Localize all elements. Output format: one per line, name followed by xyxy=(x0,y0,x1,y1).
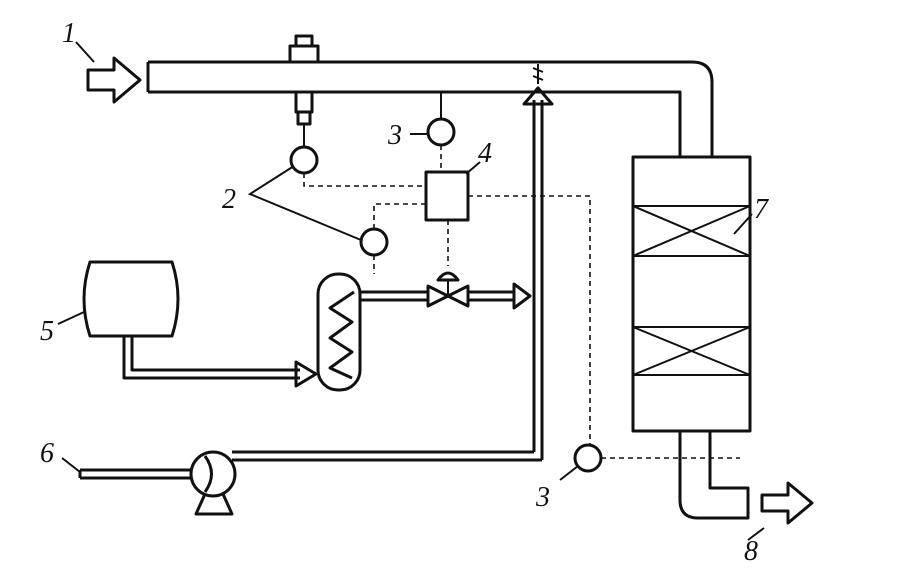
label-supply: 6 xyxy=(40,438,54,469)
tank xyxy=(82,260,180,338)
heater-coil xyxy=(328,290,355,380)
control-valve xyxy=(426,284,470,308)
label-sensor-top: 3 xyxy=(387,120,402,151)
tank-outlet-pipe xyxy=(122,336,300,380)
label-reactor: 7 xyxy=(754,194,769,225)
leader-8 xyxy=(747,527,765,541)
heater xyxy=(316,272,362,392)
heater-outlet-pipe xyxy=(360,290,428,302)
signal-controller-to-sensor xyxy=(468,195,591,445)
reactor xyxy=(631,155,752,433)
label-controller: 4 xyxy=(478,138,492,169)
controller-box xyxy=(424,170,470,222)
pump-inner xyxy=(203,455,213,493)
inlet-arrow xyxy=(86,56,142,104)
catalyst-bed-upper xyxy=(632,205,751,257)
supply-pipe xyxy=(78,468,192,480)
riser-arrow xyxy=(522,86,554,106)
leader-5 xyxy=(57,311,85,325)
valve-outlet-arrow xyxy=(512,282,532,310)
leader-7 xyxy=(733,213,753,235)
label-tank: 5 xyxy=(40,316,54,347)
pump-base xyxy=(194,493,234,516)
leader-6 xyxy=(61,457,81,473)
riser-pipe xyxy=(532,100,544,460)
label-outlet: 8 xyxy=(744,536,758,567)
sensor-circle-bottom xyxy=(573,443,603,473)
sensor-circle-top xyxy=(426,117,456,147)
leader-3-bottom xyxy=(559,465,579,481)
leader-2 xyxy=(247,165,362,241)
outlet-arrow xyxy=(760,481,814,525)
signal-analyzer-to-controller xyxy=(303,173,426,187)
main-duct xyxy=(146,60,714,158)
outlet-pipe xyxy=(678,431,750,520)
pump-discharge xyxy=(232,450,542,462)
heater-feed-arrow xyxy=(294,360,318,388)
signal-controller-to-heater xyxy=(373,203,426,229)
analyzer-circle-lower xyxy=(359,227,389,257)
label-inlet: 1 xyxy=(62,18,76,49)
catalyst-bed-lower xyxy=(632,326,751,376)
analyzer-circle-upper xyxy=(289,145,319,175)
valve-actuator xyxy=(436,271,460,282)
leader-1 xyxy=(75,41,95,63)
label-analyzer: 2 xyxy=(222,184,236,215)
duct-probe xyxy=(532,64,544,84)
valve-outlet-pipe xyxy=(468,290,514,302)
label-sensor-bottom: 3 xyxy=(535,482,550,513)
injection-nozzle xyxy=(288,34,320,126)
leader-4 xyxy=(465,161,481,175)
